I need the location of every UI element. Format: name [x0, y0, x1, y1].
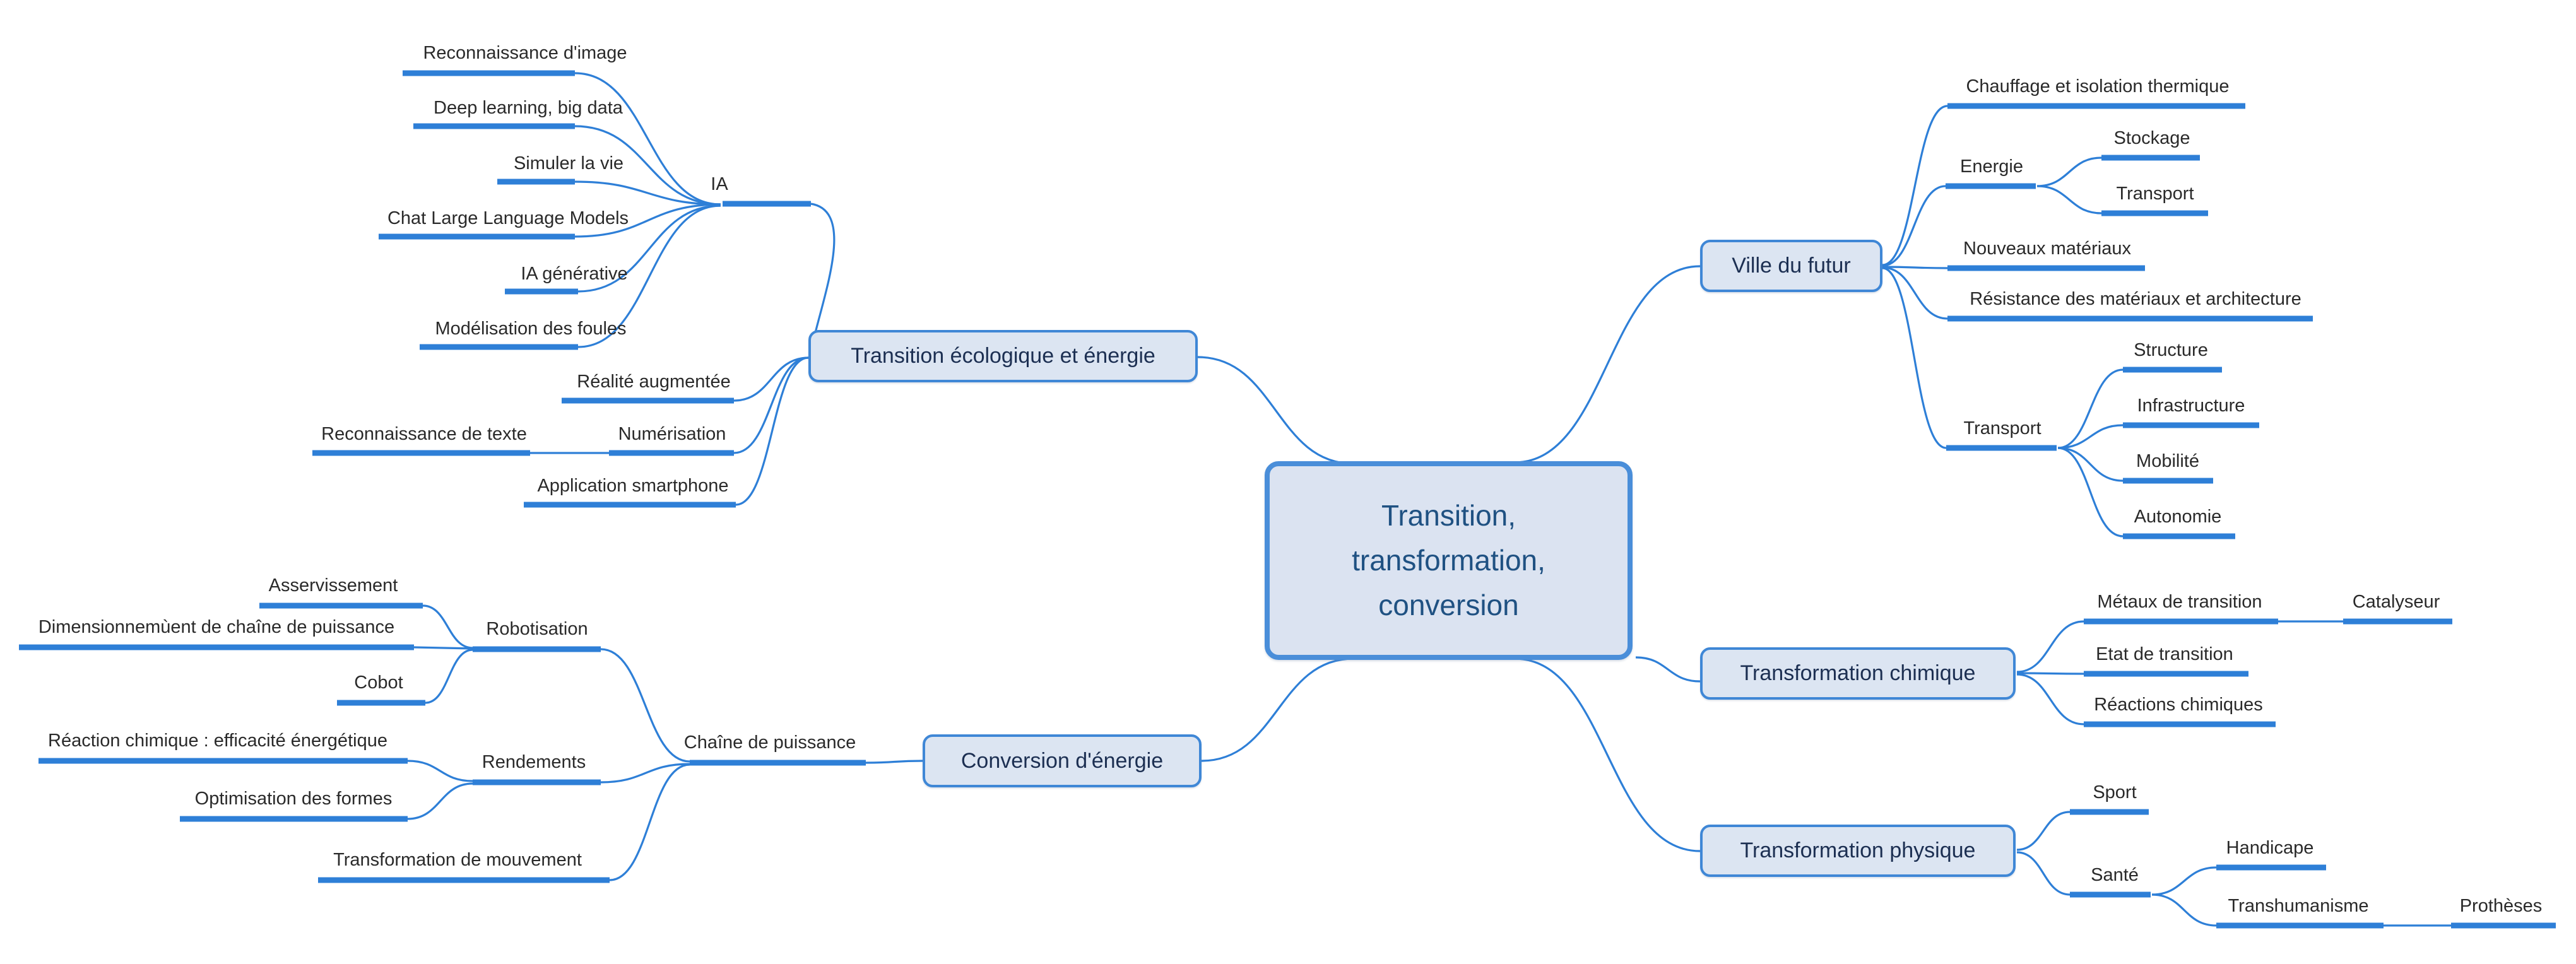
sport-branch-curve [2016, 811, 2071, 851]
transformation-de-mouvement-branch-curve [609, 763, 690, 881]
optimisation-des-formes-branch-curve [407, 782, 473, 820]
transport-branch-curve [1882, 267, 1947, 449]
node-metaux-de-transition[interactable]: Métaux de transition [2097, 592, 2262, 612]
dimensionnement-chaine-puissance-connector-line [413, 646, 473, 650]
node-conversion-d-energie[interactable]: Conversion d'énergie [923, 734, 1202, 787]
node-simuler-la-vie[interactable]: Simuler la vie [513, 153, 624, 173]
node-asservissement[interactable]: Asservissement [268, 575, 398, 596]
chauffage-isolation-thermique-branch-curve [1882, 105, 1948, 266]
numerisation-branch-curve [733, 356, 809, 454]
infrastructure-branch-curve [2057, 424, 2124, 449]
etat-de-transition-branch-curve [2016, 672, 2084, 675]
node-realite-augmentee[interactable]: Réalité augmentée [577, 372, 731, 392]
application-smartphone-branch-curve [735, 356, 809, 506]
node-reaction-chimique-efficacite[interactable]: Réaction chimique : efficacité énergétiq… [48, 731, 387, 751]
node-root[interactable]: Transition, transformation, conversion [1265, 461, 1633, 660]
node-transformation-de-mouvement[interactable]: Transformation de mouvement [333, 850, 582, 870]
node-resistance-materiaux-architecture[interactable]: Résistance des matériaux et architecture [1970, 289, 2301, 309]
chat-large-language-models-branch-curve [574, 203, 721, 238]
sante-branch-curve [2016, 851, 2071, 896]
rendements-branch-curve [600, 763, 690, 784]
node-transformation-chimique[interactable]: Transformation chimique [1700, 647, 2016, 700]
ville-du-futur-branch-curve [1514, 265, 1701, 464]
node-deep-learning-big-data[interactable]: Deep learning, big data [434, 98, 623, 118]
node-rendements[interactable]: Rendements [482, 752, 586, 772]
node-energie[interactable]: Energie [1960, 156, 2023, 177]
autonomie-branch-curve [2057, 447, 2124, 538]
node-transhumanisme[interactable]: Transhumanisme [2228, 896, 2369, 916]
metaux-de-transition-branch-curve [2016, 620, 2084, 673]
node-reactions-chimiques[interactable]: Réactions chimiques [2094, 695, 2263, 715]
node-structure[interactable]: Structure [2134, 340, 2208, 360]
nouveaux-materiaux-branch-curve [1882, 266, 1948, 269]
mobilite-branch-curve [2057, 447, 2124, 482]
node-catalyseur[interactable]: Catalyseur [2352, 592, 2440, 612]
node-reconnaissance-d-image[interactable]: Reconnaissance d'image [423, 43, 627, 63]
transition-ecologique-et-energie-branch-curve [1197, 356, 1354, 465]
node-chat-large-language-models[interactable]: Chat Large Language Models [387, 208, 629, 228]
node-sante[interactable]: Santé [2091, 865, 2139, 885]
node-reconnaissance-de-texte[interactable]: Reconnaissance de texte [321, 424, 527, 444]
node-numerisation[interactable]: Numérisation [618, 424, 726, 444]
node-stockage[interactable]: Stockage [2113, 128, 2190, 148]
modelisation-des-foules-branch-curve [577, 204, 721, 348]
deep-learning-big-data-branch-curve [574, 125, 721, 206]
node-transport[interactable]: Transport [1963, 418, 2041, 438]
reconnaissance-d-image-branch-curve [574, 72, 721, 206]
node-ville-du-futur[interactable]: Ville du futur [1700, 240, 1882, 292]
energie-branch-curve [1882, 185, 1946, 267]
stockage-branch-curve [2036, 156, 2102, 187]
node-ia[interactable]: IA [711, 174, 728, 194]
node-transition-ecologique-et-energie[interactable]: Transition écologique et énergie [808, 330, 1198, 382]
simuler-la-vie-branch-curve [574, 180, 721, 206]
reaction-chimique-efficacite-branch-curve [407, 760, 473, 782]
node-application-smartphone[interactable]: Application smartphone [537, 476, 729, 496]
node-protheses[interactable]: Prothèses [2459, 896, 2543, 916]
transport-energie-branch-curve [2036, 185, 2102, 215]
node-optimisation-des-formes[interactable]: Optimisation des formes [194, 789, 393, 809]
asservissement-branch-curve [422, 604, 473, 649]
node-infrastructure[interactable]: Infrastructure [2137, 396, 2245, 416]
node-nouveaux-materiaux[interactable]: Nouveaux matériaux [1963, 238, 2131, 259]
node-etat-de-transition[interactable]: Etat de transition [2096, 644, 2233, 664]
node-transport-energie[interactable]: Transport [2116, 184, 2194, 204]
node-ia-generative[interactable]: IA générative [521, 264, 628, 284]
branch-curves-group [407, 72, 2451, 927]
node-handicape[interactable]: Handicape [2226, 838, 2314, 858]
node-autonomie[interactable]: Autonomie [2134, 507, 2222, 527]
node-dimensionnement-chaine-puissance[interactable]: Dimensionnemùent de chaîne de puissance [38, 617, 395, 637]
conversion-d-energie-branch-curve [1201, 657, 1354, 762]
node-cobot[interactable]: Cobot [354, 673, 403, 693]
transhumanisme-branch-curve [2151, 893, 2217, 927]
node-mobilite[interactable]: Mobilité [2136, 451, 2199, 471]
realite-augmentee-branch-curve [733, 356, 809, 402]
node-chaine-de-puissance[interactable]: Chaîne de puissance [683, 732, 856, 753]
cobot-branch-curve [425, 649, 473, 704]
handicape-branch-curve [2151, 866, 2217, 896]
node-sport[interactable]: Sport [2093, 782, 2137, 802]
structure-branch-curve [2057, 368, 2124, 449]
resistance-materiaux-architecture-branch-curve [1882, 266, 1948, 320]
node-transformation-physique[interactable]: Transformation physique [1700, 825, 2016, 877]
reactions-chimiques-branch-curve [2016, 673, 2084, 726]
node-underlines-group [19, 70, 2556, 929]
node-robotisation[interactable]: Robotisation [486, 619, 588, 639]
node-chauffage-isolation-thermique[interactable]: Chauffage et isolation thermique [1966, 76, 2230, 97]
transformation-chimique-branch-curve [1635, 656, 1701, 683]
robotisation-branch-curve [600, 648, 690, 763]
node-modelisation-des-foules[interactable]: Modélisation des foules [435, 319, 627, 339]
transformation-physique-branch-curve [1514, 657, 1701, 852]
ia-generative-branch-curve [577, 204, 721, 293]
chaine-de-puissance-branch-curve [865, 760, 923, 764]
